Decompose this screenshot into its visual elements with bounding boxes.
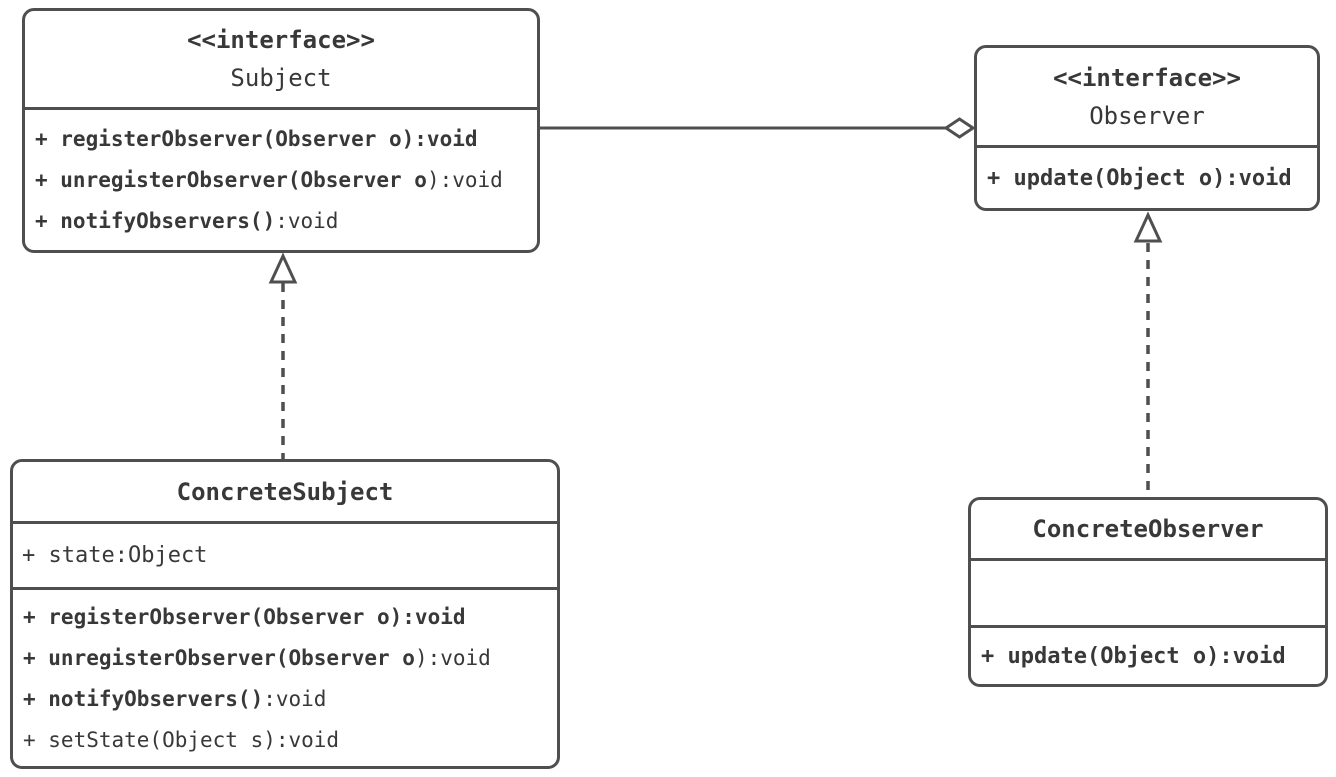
aggregation-diamond-icon: [943, 117, 976, 139]
member-row: + unregisterObserver(Observer o):void: [35, 168, 503, 192]
member-row: + update(Object o):void: [987, 165, 1292, 191]
member-row: + notifyObservers():void: [23, 687, 327, 711]
attributes-compartment-concrete-subject: + state:Object: [13, 524, 557, 590]
methods-compartment-subject: + registerObserver(Observer o):void + unr…: [25, 110, 537, 250]
class-name: Observer: [1089, 101, 1205, 130]
stereotype-label: <<interface>>: [1053, 63, 1241, 92]
class-box-concrete-subject: ConcreteSubject + state:Object + registe…: [10, 459, 560, 769]
realization-arrowhead-icon-left: [268, 252, 298, 284]
member-row: + registerObserver(Observer o):void: [35, 127, 478, 151]
member-row: + setState(Object s):void: [23, 728, 340, 752]
stereotype-label: <<interface>>: [187, 26, 375, 54]
class-name: Subject: [230, 64, 332, 92]
class-box-subject: <<interface>> Subject + registerObserver…: [22, 8, 540, 253]
member-row: + unregisterObserver(Observer o):void: [23, 646, 491, 670]
methods-compartment-concrete-subject: + registerObserver(Observer o):void + unr…: [13, 590, 557, 766]
realization-arrowhead-icon-right: [1133, 211, 1163, 243]
class-header-concrete-observer: ConcreteObserver: [971, 500, 1325, 561]
attributes-compartment-concrete-observer: [971, 561, 1325, 628]
member-row: + registerObserver(Observer o):void: [23, 605, 466, 629]
member-row: + update(Object o):void: [981, 643, 1286, 669]
class-box-observer: <<interface>> Observer + update(Object o…: [974, 45, 1320, 211]
methods-compartment-concrete-observer: + update(Object o):void: [971, 628, 1325, 684]
class-header-observer: <<interface>> Observer: [977, 48, 1317, 148]
methods-compartment-observer: + update(Object o):void: [977, 148, 1317, 208]
class-box-concrete-observer: ConcreteObserver + update(Object o):void: [968, 497, 1328, 687]
class-header-concrete-subject: ConcreteSubject: [13, 462, 557, 524]
member-row: + state:Object: [22, 542, 208, 568]
class-name: ConcreteObserver: [1032, 515, 1264, 543]
member-row: + notifyObservers():void: [35, 209, 339, 233]
class-name: ConcreteSubject: [176, 477, 394, 506]
class-header-subject: <<interface>> Subject: [25, 11, 537, 110]
